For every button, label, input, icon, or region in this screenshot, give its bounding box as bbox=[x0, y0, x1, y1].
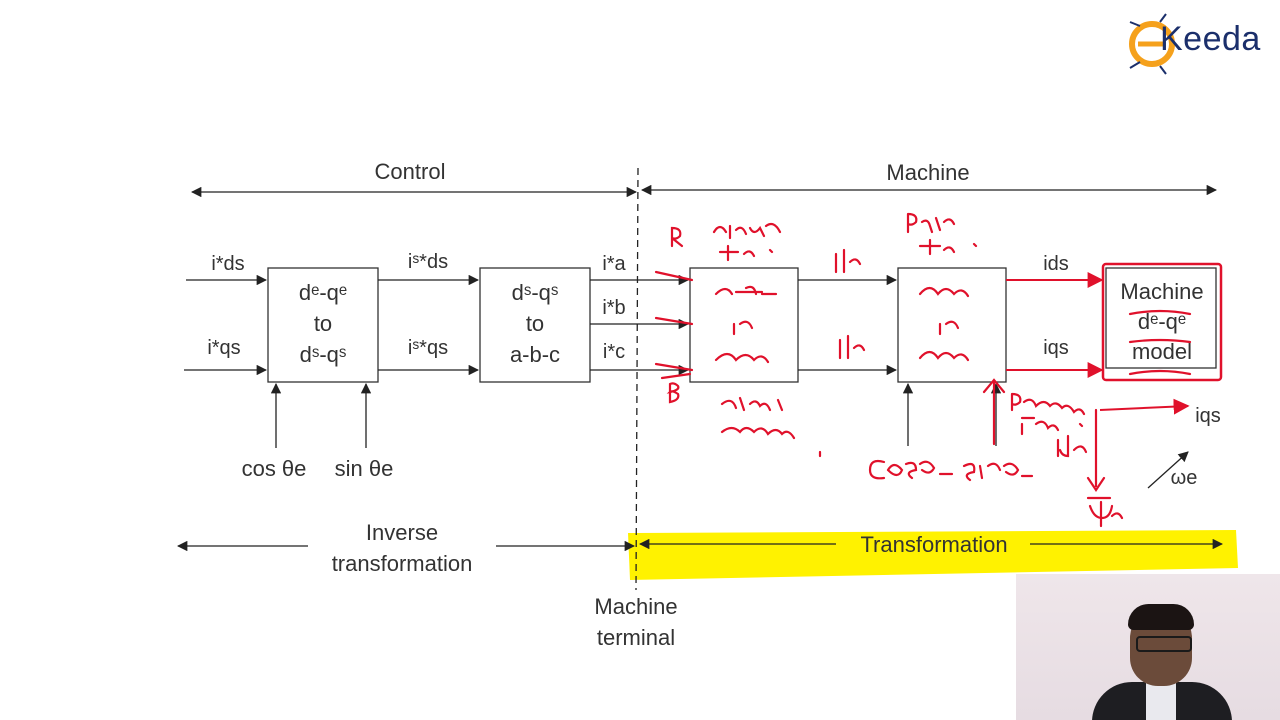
ib-star-label: i*b bbox=[602, 297, 625, 319]
rotating-scribble bbox=[1010, 392, 1086, 436]
machine-terminal-line bbox=[635, 167, 639, 591]
omega-arrow bbox=[1147, 451, 1189, 489]
ekeeda-logo: Keeda bbox=[1126, 8, 1276, 80]
park-scribble bbox=[906, 212, 978, 256]
red-arrow-up bbox=[982, 378, 1106, 492]
block2-line3: a-b-c bbox=[510, 342, 560, 367]
iqs-s-star-label: iˢ*qs bbox=[408, 337, 448, 359]
block-abc-to-ds-qs bbox=[689, 267, 799, 383]
ic-star-label: i*c bbox=[603, 341, 625, 363]
machine-model-block bbox=[1105, 267, 1217, 369]
cos-theta-label: cos θe bbox=[242, 456, 307, 481]
ids-hand bbox=[1056, 434, 1088, 458]
ids-label: ids bbox=[1043, 253, 1069, 275]
clarke-scribble bbox=[712, 222, 782, 262]
sin-hand bbox=[962, 462, 1034, 482]
block-ds-qs-to-abc bbox=[479, 267, 591, 383]
block1-line1: dᵉ-qᵉ bbox=[299, 280, 347, 305]
control-header: Control bbox=[375, 159, 446, 184]
presenter-shirt bbox=[1146, 682, 1176, 720]
block-de-qe-to-ds-qs bbox=[267, 267, 379, 383]
machine-header: Machine bbox=[886, 160, 969, 185]
machine-model-red-outline bbox=[1101, 262, 1223, 382]
ds-qs-scribble bbox=[918, 286, 970, 362]
iqs-label: iqs bbox=[1043, 337, 1069, 359]
iqs-star-label: i*qs bbox=[207, 337, 240, 359]
cos-hand bbox=[868, 459, 954, 480]
block1-line3: dˢ-qˢ bbox=[300, 342, 347, 367]
stator-scribble bbox=[720, 396, 822, 458]
block1-line2: to bbox=[314, 311, 332, 336]
ids-s-star-label: iˢ*ds bbox=[408, 251, 448, 273]
inverse-label-line2: transformation bbox=[332, 551, 473, 576]
sin-theta-label: sin θe bbox=[335, 456, 394, 481]
terminal-label-line2: terminal bbox=[597, 625, 675, 650]
block-ds-qs-to-de-qe bbox=[897, 267, 1007, 383]
transformation-label: Transformation bbox=[860, 532, 1007, 557]
iqs-output-line bbox=[1099, 398, 1190, 415]
machine-model-line3: model bbox=[1132, 339, 1192, 364]
ia-star-label: i*a bbox=[602, 253, 626, 275]
logo-text: Keeda bbox=[1160, 20, 1261, 58]
transformation-highlight bbox=[628, 530, 1238, 580]
iqs-output-label: iqs bbox=[1195, 405, 1221, 427]
presenter-hair bbox=[1128, 604, 1194, 630]
b-hand bbox=[666, 382, 680, 404]
model-underline bbox=[1128, 309, 1192, 376]
abc-scribble bbox=[714, 285, 778, 364]
psi-r-hand bbox=[1086, 496, 1124, 528]
ids-star-label: i*ds bbox=[211, 253, 244, 275]
abc-arrows-red bbox=[654, 270, 694, 380]
block2-line1: dˢ-qˢ bbox=[512, 280, 559, 305]
presenter-glasses bbox=[1136, 636, 1192, 652]
logo-mark-icon bbox=[1129, 13, 1175, 75]
r-hand bbox=[670, 226, 684, 248]
terminal-label-line1: Machine bbox=[594, 594, 677, 619]
omega-label: ωe bbox=[1171, 467, 1198, 489]
machine-model-line1: Machine bbox=[1120, 279, 1203, 304]
ids-s-hand bbox=[834, 248, 866, 360]
presenter-webcam bbox=[1016, 574, 1280, 720]
handwritten-annotations bbox=[654, 212, 1192, 528]
inverse-label-line1: Inverse bbox=[366, 520, 438, 545]
block2-line2: to bbox=[526, 311, 544, 336]
